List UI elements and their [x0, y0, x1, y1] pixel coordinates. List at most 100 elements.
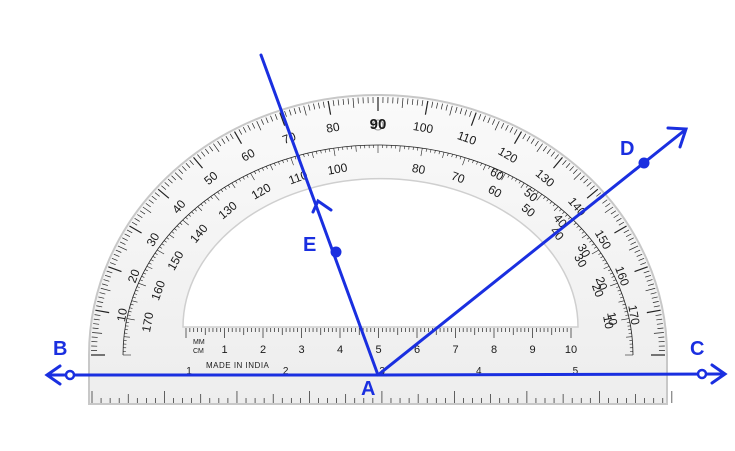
arrow-head-C — [710, 363, 728, 385]
ruler-cm-label: 4 — [337, 344, 343, 356]
degree-tick — [596, 192, 602, 197]
ruler-cm-label: 3 — [298, 344, 304, 356]
inner-tick — [438, 151, 440, 155]
inner-tick — [324, 149, 326, 153]
degree-tick — [119, 241, 126, 245]
extra-degree-label: 60 — [488, 165, 507, 184]
inner-tick — [562, 211, 565, 215]
inner-tick — [185, 217, 189, 220]
inner-tick — [194, 208, 197, 212]
inner-tick — [576, 225, 580, 228]
extra-degree-label: 30 — [575, 241, 594, 260]
degree-tick — [209, 146, 214, 152]
degree-tick — [455, 106, 458, 113]
inner-tick — [126, 318, 135, 321]
inner-tick — [159, 246, 163, 249]
degree-tick — [103, 279, 110, 282]
degree-tick — [424, 100, 429, 115]
degree-tick — [487, 117, 491, 124]
inner-tick — [150, 259, 154, 262]
inner-degree-label: 160 — [148, 278, 168, 302]
degree-tick — [652, 301, 659, 303]
degree-tick — [265, 117, 269, 124]
inner-tick — [261, 167, 264, 171]
inner-tick — [499, 171, 502, 175]
degree-tick — [122, 237, 128, 241]
ruler-cm-label: 2 — [260, 344, 266, 356]
inner-degree-label: 20 — [589, 282, 607, 300]
degree-tick — [604, 206, 614, 214]
inner-tick — [559, 208, 562, 212]
inner-tick — [224, 187, 227, 190]
degree-tick — [416, 99, 419, 106]
inner-tick — [176, 225, 180, 228]
degree-tick — [634, 249, 641, 253]
degree-tick — [217, 140, 222, 147]
degree-tick — [95, 309, 110, 314]
inner-tick — [286, 158, 288, 162]
degree-tick — [628, 245, 639, 251]
degree-tick — [137, 214, 143, 219]
degree-tick — [104, 274, 111, 278]
inner-tick — [598, 252, 602, 255]
ruler-cm-label: 10 — [565, 344, 577, 356]
degree-tick — [185, 163, 191, 168]
degree-tick — [293, 108, 297, 115]
inner-tick — [624, 311, 628, 313]
inner-tick — [250, 172, 255, 181]
inner-tick — [501, 172, 506, 181]
inner-tick — [200, 203, 204, 207]
outer-degree-label: 80 — [325, 120, 341, 136]
degree-tick — [213, 143, 220, 153]
degree-tick — [337, 99, 340, 106]
inner-tick — [303, 154, 305, 158]
degree-tick — [178, 169, 184, 174]
degree-tick — [189, 160, 194, 166]
inner-tick — [311, 152, 314, 159]
degree-tick — [100, 287, 111, 292]
inner-tick — [294, 156, 297, 160]
degree-tick — [93, 323, 100, 325]
inner-tick — [227, 184, 231, 188]
inner-degree-label: 70 — [449, 169, 467, 187]
inner-tick — [191, 211, 194, 215]
degree-tick — [117, 245, 128, 251]
inner-tick — [135, 289, 139, 292]
ruler-cm-label: 6 — [414, 344, 420, 356]
inner-tick — [613, 279, 617, 282]
inner-tick — [609, 272, 613, 275]
ruler-inch-label: 2 — [283, 366, 289, 377]
inner-tick — [451, 154, 453, 158]
point-B-label: B — [53, 338, 67, 360]
inner-tick — [459, 156, 462, 160]
inner-tick — [307, 153, 309, 157]
inner-tick — [579, 228, 582, 231]
inner-tick — [626, 336, 633, 338]
degree-tick — [546, 148, 552, 154]
ruler-inch-label: 4 — [476, 366, 482, 377]
inner-tick — [157, 249, 165, 255]
inner-degree-label: 100 — [326, 160, 348, 177]
degree-tick — [106, 270, 113, 274]
point-C-label: C — [690, 338, 704, 360]
outer-degree-label: 20 — [125, 267, 143, 285]
inner-tick — [480, 163, 482, 167]
degree-tick — [464, 109, 468, 116]
inner-tick — [329, 148, 331, 152]
inner-tick — [213, 193, 220, 201]
inner-tick — [182, 219, 189, 226]
inner-tick — [625, 314, 629, 316]
degree-tick — [605, 203, 611, 208]
degree-tick — [638, 258, 645, 261]
inner-tick — [620, 296, 624, 299]
degree-tick — [534, 140, 539, 147]
degree-tick — [542, 146, 547, 152]
degree-tick — [602, 199, 608, 204]
degree-tick — [279, 112, 286, 126]
point-D-label: D — [620, 138, 634, 160]
inner-tick — [553, 206, 559, 211]
degree-tick — [164, 182, 170, 187]
degree-tick — [445, 104, 448, 111]
inner-tick — [320, 150, 322, 154]
inner-tick — [525, 184, 529, 188]
